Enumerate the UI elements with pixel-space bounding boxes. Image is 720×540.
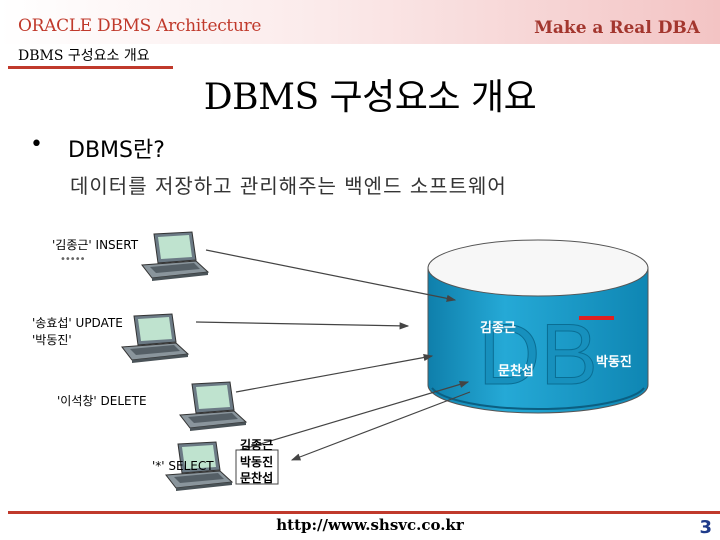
db-record-1: 김종근	[480, 321, 516, 336]
db-record-3: 박동진	[596, 354, 632, 370]
result-arrow	[290, 391, 471, 461]
insert-dots: •••••	[60, 254, 85, 265]
insert-label: '김종근' INSERT	[52, 238, 139, 252]
update-arrow	[195, 321, 410, 330]
database-cylinder	[427, 239, 649, 414]
client-laptop-update	[121, 313, 189, 364]
header-right-title: Make a Real DBA	[534, 18, 700, 38]
dbms-definition: 데이터를 저장하고 관리해주는 백엔드 소프트웨어	[70, 174, 507, 198]
select-label: '*' SELECT	[152, 459, 214, 473]
footer-line	[8, 511, 720, 514]
client-laptop-insert	[141, 231, 209, 282]
bullet-text: DBMS란?	[68, 138, 165, 163]
header-title: ORACLE DBMS Architecture	[18, 16, 262, 36]
bullet-icon: •	[30, 132, 43, 157]
select-result-box	[235, 449, 279, 485]
slide-title: DBMS 구성요소 개요	[203, 77, 537, 118]
db-label: DB	[478, 307, 597, 403]
select-arrow	[239, 380, 470, 451]
update-label: '송효섭' UPDATE	[32, 316, 123, 330]
insert-arrow	[205, 249, 457, 302]
header-band	[0, 0, 720, 44]
delete-label: '이석창' DELETE	[57, 394, 147, 408]
header-subtitle: DBMS 구성요소 개요	[18, 48, 150, 64]
delete-arrow	[235, 353, 434, 393]
result-row-2: 박동진	[240, 454, 273, 469]
result-row-1: 김종근	[240, 437, 273, 452]
db-record-2: 문찬섭	[498, 363, 534, 379]
header-underline	[8, 66, 173, 69]
result-row-3: 문찬섭	[240, 470, 273, 485]
footer-url[interactable]: http://www.shsvc.co.kr	[276, 516, 464, 534]
update-label-2: '박동진'	[32, 333, 72, 347]
client-laptop-delete	[179, 381, 247, 432]
page-number: 3	[699, 517, 712, 538]
